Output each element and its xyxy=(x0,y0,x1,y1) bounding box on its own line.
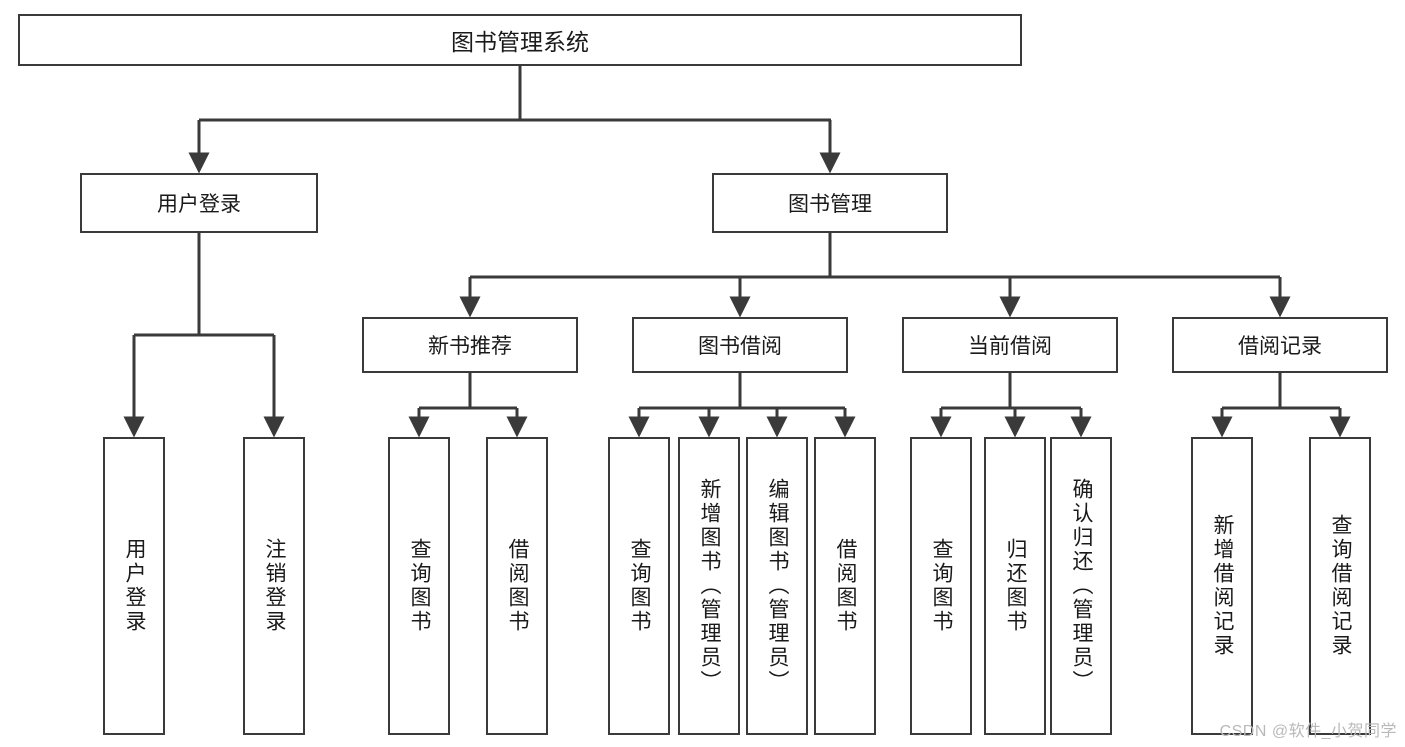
leaf-borrow-book[interactable]: 借阅图书 xyxy=(814,437,876,735)
node-new-book-rec-label: 新书推荐 xyxy=(428,335,512,358)
leaf-user-logout-label: 注销登录 xyxy=(263,538,287,634)
node-book-manage-label: 图书管理 xyxy=(788,193,872,216)
leaf-borrow-book-label: 借阅图书 xyxy=(834,538,858,634)
leaf-borrow-book-rec-label: 借阅图书 xyxy=(506,538,530,634)
leaf-query-book-cur-label: 查询图书 xyxy=(930,538,954,634)
leaf-confirm-return-label: 确认归还（管理员） xyxy=(1070,478,1094,694)
leaf-query-book-rec[interactable]: 查询图书 xyxy=(388,437,450,735)
node-borrow-record[interactable]: 借阅记录 xyxy=(1172,317,1388,373)
node-current-borrow-label: 当前借阅 xyxy=(968,335,1052,358)
node-borrow-record-label: 借阅记录 xyxy=(1238,335,1322,358)
leaf-query-record[interactable]: 查询借阅记录 xyxy=(1309,437,1371,735)
leaf-confirm-return[interactable]: 确认归还（管理员） xyxy=(1050,437,1112,735)
node-user-login[interactable]: 用户登录 xyxy=(80,173,318,233)
node-current-borrow[interactable]: 当前借阅 xyxy=(902,317,1118,373)
leaf-query-book-bor[interactable]: 查询图书 xyxy=(608,437,670,735)
leaf-add-book[interactable]: 新增图书（管理员） xyxy=(678,437,740,735)
leaf-add-record-label: 新增借阅记录 xyxy=(1211,514,1235,658)
node-root-label: 图书管理系统 xyxy=(451,29,589,55)
leaf-edit-book[interactable]: 编辑图书（管理员） xyxy=(746,437,808,735)
node-new-book-rec[interactable]: 新书推荐 xyxy=(362,317,578,373)
node-book-borrow-label: 图书借阅 xyxy=(698,335,782,358)
leaf-user-login[interactable]: 用户登录 xyxy=(103,437,165,735)
leaf-user-login-label: 用户登录 xyxy=(123,538,147,634)
leaf-query-record-label: 查询借阅记录 xyxy=(1329,514,1353,658)
leaf-edit-book-label: 编辑图书（管理员） xyxy=(766,478,790,694)
node-root[interactable]: 图书管理系统 xyxy=(18,14,1022,66)
node-user-login-label: 用户登录 xyxy=(157,193,241,216)
node-book-borrow[interactable]: 图书借阅 xyxy=(632,317,848,373)
leaf-query-book-cur[interactable]: 查询图书 xyxy=(910,437,972,735)
node-book-manage[interactable]: 图书管理 xyxy=(712,173,948,233)
leaf-add-record[interactable]: 新增借阅记录 xyxy=(1191,437,1253,735)
leaf-user-logout[interactable]: 注销登录 xyxy=(243,437,305,735)
leaf-query-book-bor-label: 查询图书 xyxy=(628,538,652,634)
leaf-return-book-label: 归还图书 xyxy=(1004,538,1028,634)
leaf-borrow-book-rec[interactable]: 借阅图书 xyxy=(486,437,548,735)
leaf-query-book-rec-label: 查询图书 xyxy=(408,538,432,634)
leaf-return-book[interactable]: 归还图书 xyxy=(984,437,1046,735)
leaf-add-book-label: 新增图书（管理员） xyxy=(698,478,722,694)
